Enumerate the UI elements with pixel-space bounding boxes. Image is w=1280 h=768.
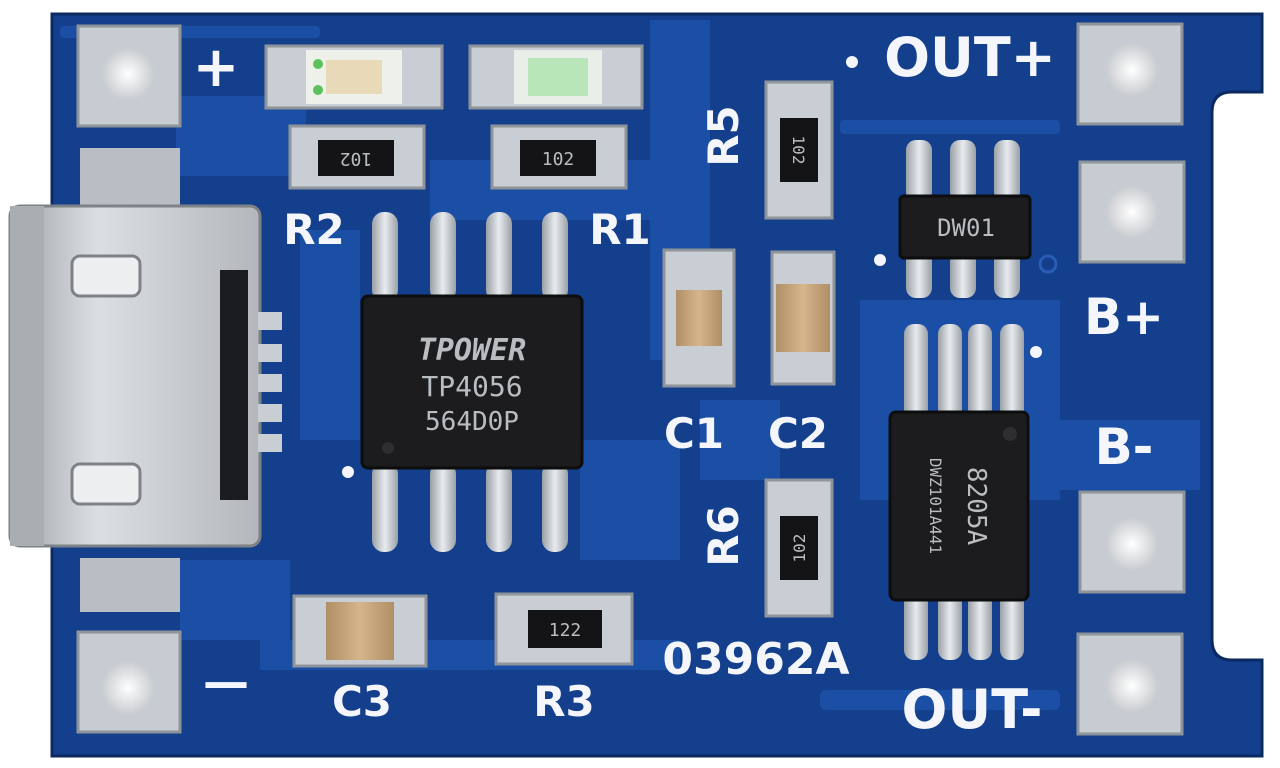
label-c2: C2 [768, 409, 828, 458]
capacitor-c3 [292, 594, 428, 668]
ic-8205a: 8205A DWZ101A441 [888, 324, 1030, 660]
ic-dw01-label: DW01 [937, 214, 995, 242]
label-plus: + [193, 35, 240, 100]
label-b-minus: B- [1095, 418, 1154, 476]
label-b-plus: B+ [1084, 288, 1164, 346]
vias [342, 56, 1058, 478]
capacitor-c1 [662, 248, 736, 388]
ic-main-part: TP4056 [421, 370, 522, 403]
led-green [468, 44, 644, 110]
ic-dw01: DW01 [898, 140, 1032, 298]
micro-usb-connector [8, 204, 282, 548]
label-c3: C3 [332, 677, 392, 726]
r5-code: 102 [789, 136, 808, 165]
ic-main-brand: TPOWER [418, 333, 526, 368]
ic-tp4056: TPOWER TP4056 564D0P [360, 212, 584, 552]
ic-8205a-lot: DWZ101A441 [926, 458, 945, 554]
resistor-r2: 102 [288, 124, 426, 190]
r3-code: 122 [549, 620, 582, 641]
resistor-r1: 102 [490, 124, 628, 190]
resistor-r6: 102 [764, 478, 834, 618]
label-minus: — [203, 655, 249, 709]
label-c1: C1 [664, 409, 724, 458]
ic-8205a-part: 8205A [961, 467, 991, 546]
label-r5: R5 [699, 105, 748, 167]
label-board-code: 03962A [662, 634, 849, 685]
r6-code: 102 [790, 534, 809, 563]
label-r2: R2 [283, 205, 345, 254]
solder-pads [76, 22, 1186, 736]
r1-code: 102 [542, 149, 575, 170]
silkscreen-labels: + — OUT+ OUT- B+ B- R2 R1 R5 R6 C1 C2 C3… [193, 26, 1164, 741]
label-out-minus: OUT- [901, 678, 1042, 741]
capacitor-c2 [770, 250, 836, 386]
label-r1: R1 [589, 205, 651, 254]
label-out-plus: OUT+ [884, 26, 1056, 89]
resistor-r5: 102 [764, 80, 834, 220]
led-red [264, 44, 444, 110]
ic-main-lot: 564D0P [425, 407, 519, 437]
r2-code: 102 [340, 148, 373, 169]
label-r6: R6 [699, 505, 748, 567]
resistor-r3: 122 [494, 592, 634, 666]
label-r3: R3 [533, 677, 595, 726]
